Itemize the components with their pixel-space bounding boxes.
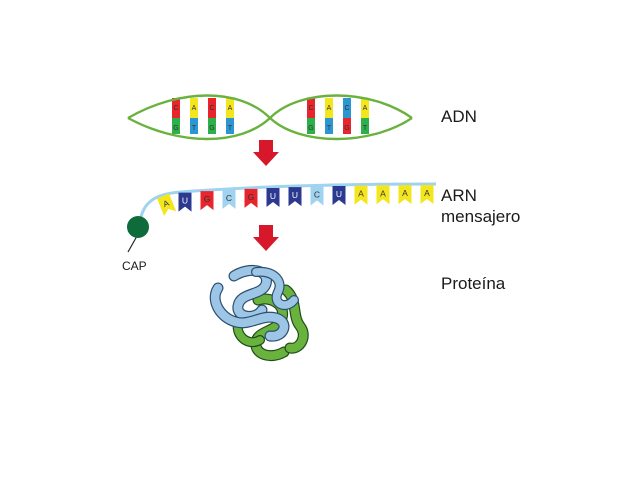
label-mrna-line1: ARN [441, 186, 477, 205]
mrna-base-letter: A [161, 198, 170, 210]
label-mrna-line2: mensajero [441, 207, 521, 226]
mrna-base-flag [178, 192, 192, 212]
mrna-base-flag [156, 193, 177, 217]
mrna-base-flag [332, 186, 346, 206]
dna-base-bottom [172, 118, 180, 134]
mrna-base-flag [266, 187, 280, 207]
dna-base-bottom-letter: T [327, 125, 332, 132]
dna-base-bottom-letter: T [363, 125, 368, 132]
dna-base-top-letter: A [228, 105, 233, 112]
mrna-base-flag [354, 185, 368, 205]
protein-blue-chain [209, 264, 299, 342]
mrna-base: C [222, 189, 236, 209]
dna-base-bottom [226, 118, 234, 134]
dna-base-bottom [361, 118, 369, 134]
dna-base-top [361, 98, 369, 118]
dna-base-bottom [307, 118, 315, 134]
label-dna: ADN [441, 107, 477, 126]
mrna-base-letter: U [336, 189, 342, 199]
dna-base-bottom [343, 118, 351, 134]
mrna-base: A [398, 185, 412, 205]
dna-base-pair: CG [343, 98, 351, 134]
mrna-base: A [376, 185, 390, 205]
dna-base-top [343, 98, 351, 118]
dna-base-pair: AT [361, 98, 369, 134]
mrna-base: U [178, 192, 192, 212]
dna-strand-top [127, 94, 413, 120]
mrna-base: A [420, 185, 434, 205]
dna-base-pair: AT [190, 98, 198, 134]
mrna-base-letter: U [182, 196, 188, 206]
mrna-base-letter: G [248, 192, 255, 202]
dna-base-pair: AT [325, 98, 333, 134]
arrow-mrna-to-protein [253, 225, 279, 251]
dna-base-top [307, 98, 315, 118]
dna-base-bottom-letter: T [228, 125, 233, 132]
mrna-base-flag [200, 191, 214, 211]
dna-base-bottom [190, 118, 198, 134]
dna-base-pair: CG [208, 98, 216, 134]
mrna-base: A [354, 185, 368, 205]
mrna-base-flag [288, 187, 302, 207]
protein-structure [209, 264, 309, 362]
dna-base-bottom [325, 118, 333, 134]
mrna-base-letter: A [424, 188, 430, 198]
cap-circle [127, 216, 149, 238]
mrna-base: G [244, 188, 258, 208]
mrna-base-letter: C [226, 193, 232, 203]
dna-base-top [325, 98, 333, 118]
mrna-base-letter: A [402, 188, 408, 198]
dna-base-top-letter: A [363, 105, 368, 112]
mrna-base-flag [310, 186, 324, 206]
dna-base-top-letter: C [209, 105, 214, 112]
label-mrna: ARN mensajero [441, 185, 520, 227]
mrna-base: U [266, 187, 280, 207]
dna-base-bottom-letter: G [308, 125, 313, 132]
dna-base-pair: CG [307, 98, 315, 134]
mrna-base-flag [420, 185, 434, 205]
cap-stem [127, 235, 138, 253]
mrna-base-letter: U [292, 190, 298, 200]
mrna-base-letter: A [380, 188, 386, 198]
mrna-base-letter: C [314, 190, 320, 200]
label-cap: CAP [122, 259, 147, 273]
dna-base-top-letter: C [308, 105, 313, 112]
mrna-base: U [332, 186, 346, 206]
dna-base-top [226, 98, 234, 118]
mrna-base: C [310, 186, 324, 206]
dna-base-bottom [208, 118, 216, 134]
dna-base-pair: CG [172, 98, 180, 134]
dna-base-bottom-letter: G [344, 125, 349, 132]
mrna-base-flag [222, 189, 236, 209]
label-protein: Proteína [441, 274, 506, 293]
dna-base-bottom-letter: T [192, 125, 197, 132]
dna-base-top-letter: A [192, 105, 197, 112]
mrna-base-flag [244, 188, 258, 208]
dna-base-bottom-letter: G [173, 125, 178, 132]
mrna-base: G [200, 191, 214, 211]
mrna-bases: A U G C G U U C U A A A A [156, 185, 434, 217]
mrna-base-flag [398, 185, 412, 205]
mrna-base-letter: A [358, 189, 364, 199]
mrna-base: A [156, 193, 177, 217]
dna-base-bottom-letter: G [209, 125, 214, 132]
dna-base-pair: AT [226, 98, 234, 134]
dna-base-top-letter: C [173, 105, 178, 112]
dna-strand-bottom [127, 116, 413, 141]
mrna-base-letter: G [204, 194, 211, 204]
arrow-dna-to-mrna [253, 140, 279, 166]
mrna-base: U [288, 187, 302, 207]
dna-base-top-letter: C [344, 105, 349, 112]
mrna-strand: A U G C G U U C U A A A A [127, 182, 437, 253]
dna-base-top-letter: A [327, 105, 332, 112]
mrna-backbone [138, 182, 437, 223]
dna-base-top [172, 98, 180, 118]
mrna-base-flag [376, 185, 390, 205]
dna-base-top [208, 98, 216, 118]
mrna-base-letter: U [270, 191, 276, 201]
dna-base-top [190, 98, 198, 118]
